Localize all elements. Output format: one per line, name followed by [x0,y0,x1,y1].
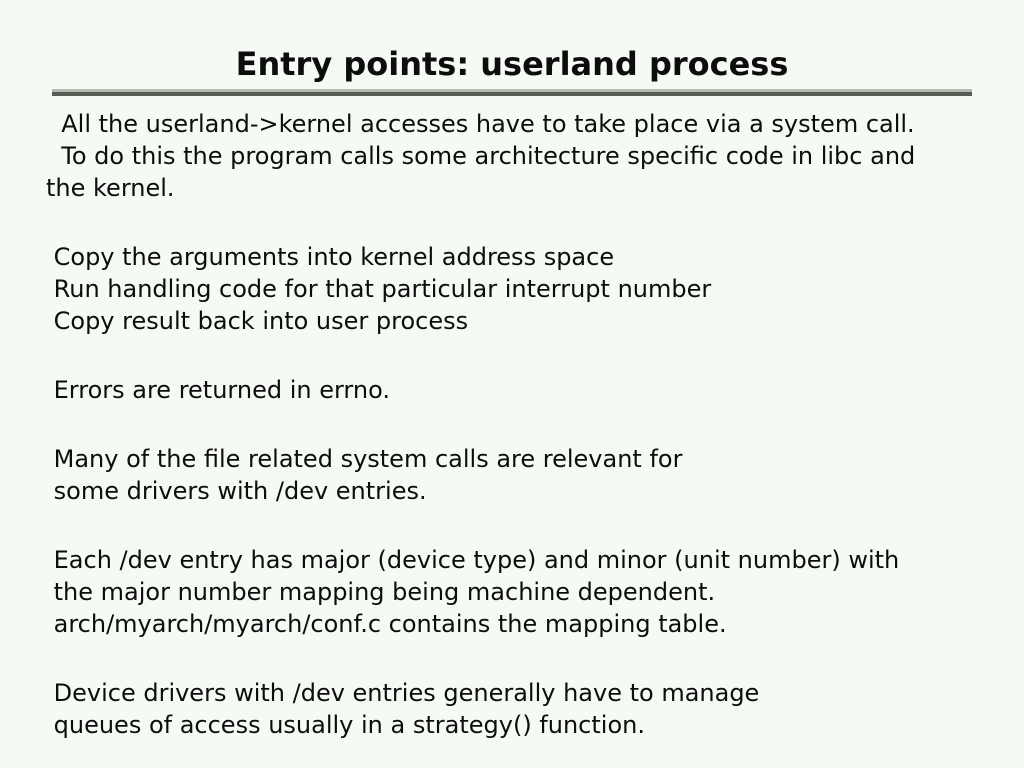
text-line: Copy the arguments into kernel address s… [46,243,615,271]
text-line: To do this the program calls some archit… [46,142,916,170]
title-divider [52,89,972,96]
text-line: Each /dev entry has major (device type) … [46,546,900,574]
paragraph: Copy the arguments into kernel address s… [46,241,1024,337]
slide-body: All the userland->kernel accesses have t… [46,108,1024,741]
text-line: some drivers with /dev entries. [46,477,427,505]
text-line: arch/myarch/myarch/conf.c contains the m… [46,610,727,638]
text-line: the major number mapping being machine d… [46,578,716,606]
text-line: queues of access usually in a strategy()… [46,711,645,739]
text-line: the kernel. [46,174,175,202]
text-line: Device drivers with /dev entries general… [46,679,760,707]
paragraph: Many of the file related system calls ar… [46,443,1024,507]
paragraph: All the userland->kernel accesses have t… [46,108,1024,204]
text-line: Many of the file related system calls ar… [46,445,683,473]
text-line: Copy result back into user process [46,307,469,335]
text-line: Errors are returned in errno. [46,376,390,404]
slide-title: Entry points: userland process [235,45,789,83]
paragraph: Errors are returned in errno. [46,374,1024,406]
paragraph: Device drivers with /dev entries general… [46,677,1024,741]
paragraph: Each /dev entry has major (device type) … [46,544,1024,640]
text-line: All the userland->kernel accesses have t… [46,110,915,138]
text-line: Run handling code for that particular in… [46,275,712,303]
